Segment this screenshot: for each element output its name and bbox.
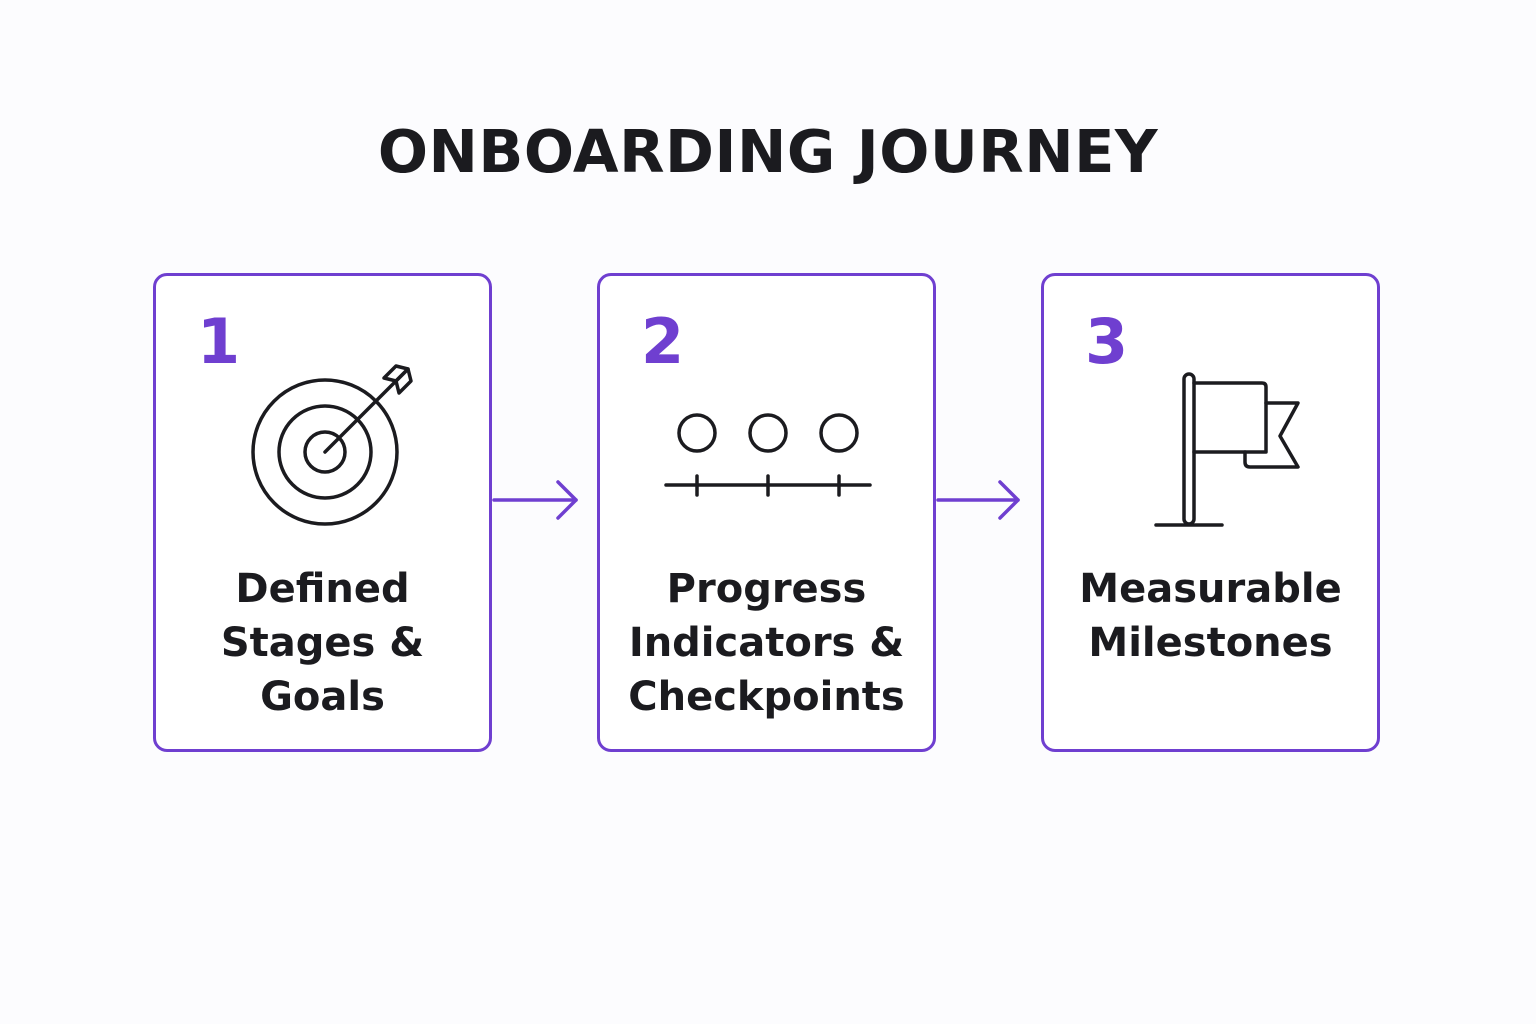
checkpoint-timeline-icon (664, 413, 872, 497)
step-card-1: 1 Defined Stages & Goals (153, 273, 492, 752)
arrow-right-icon (936, 480, 1020, 520)
step-number-3: 3 (1085, 305, 1129, 378)
step-number-2: 2 (641, 305, 685, 378)
step-label-1: Defined Stages & Goals (220, 566, 425, 720)
step-label-2: Progress Indicators & Checkpoints (628, 566, 905, 720)
step-number-1: 1 (197, 305, 241, 378)
target-arrow-icon (251, 364, 413, 526)
step-label-3: Measurable Milestones (1079, 566, 1342, 666)
arrow-right-icon (492, 480, 578, 520)
diagram-title: ONBOARDING JOURNEY (377, 117, 1159, 186)
flag-icon (1154, 372, 1300, 527)
step-card-2: 2 Progress Indicators & Checkpoints (597, 273, 936, 752)
step-card-3: 3 Measurable Milestones (1041, 273, 1380, 752)
